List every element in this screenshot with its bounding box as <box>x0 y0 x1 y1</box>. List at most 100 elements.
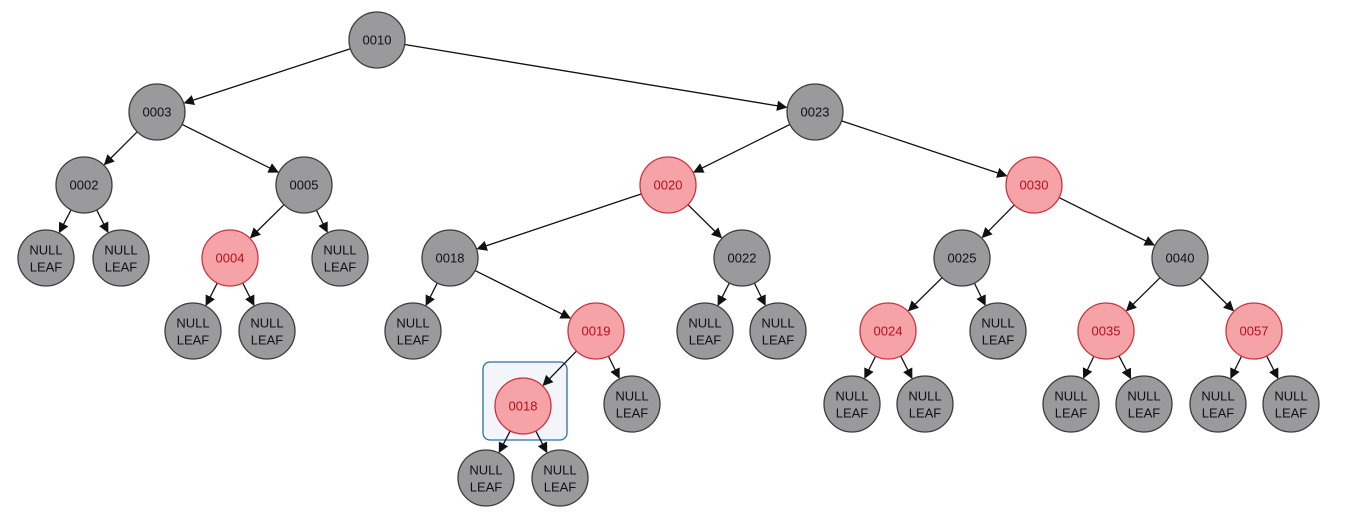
node-label: NULL <box>1274 389 1307 404</box>
node-label: 0018 <box>509 399 538 414</box>
node-label: NULL <box>981 316 1014 331</box>
node-circle <box>859 302 917 360</box>
tree-edge-arrow <box>1266 355 1279 380</box>
tree-edge-arrow <box>907 277 943 312</box>
node-label: LEAF <box>544 480 577 495</box>
node-circle <box>823 375 881 433</box>
black-tree-node: 0025 <box>933 229 991 287</box>
node-label: 0023 <box>801 105 830 120</box>
null-leaf-node: NULL LEAF <box>17 229 75 287</box>
node-label: NULL <box>1054 389 1087 404</box>
node-label: LEAF <box>836 406 869 421</box>
tree-edge-arrow <box>607 355 620 379</box>
black-tree-node: 0005 <box>275 156 333 214</box>
node-label: LEAF <box>105 260 138 275</box>
node-circle <box>275 156 333 214</box>
black-tree-node: 0022 <box>713 229 771 287</box>
node-circle <box>311 229 369 287</box>
tree-edge-arrow <box>973 282 986 306</box>
tree-edge-arrow <box>542 350 577 386</box>
node-label: 0030 <box>1020 178 1049 193</box>
node-circle <box>164 302 222 360</box>
node-label: NULL <box>688 316 721 331</box>
node-label: LEAF <box>1275 406 1308 421</box>
node-label: LEAF <box>470 480 503 495</box>
node-label: NULL <box>396 316 429 331</box>
black-tree-node: 0040 <box>1151 229 1209 287</box>
node-label: LEAF <box>1202 406 1235 421</box>
node-circle <box>201 229 259 287</box>
node-label: 0035 <box>1092 324 1121 339</box>
node-label: LEAF <box>30 260 63 275</box>
node-label: NULL <box>29 243 62 258</box>
node-circle <box>238 302 296 360</box>
node-circle <box>1077 302 1135 360</box>
node-circle <box>531 449 589 507</box>
node-circle <box>348 11 406 69</box>
node-label: LEAF <box>251 333 284 348</box>
node-label: 0003 <box>143 105 172 120</box>
red-tree-node: 0035 <box>1077 302 1135 360</box>
node-circle <box>1115 375 1173 433</box>
black-tree-node: 0010 <box>348 11 406 69</box>
node-label: NULL <box>176 316 209 331</box>
node-circle <box>713 229 771 287</box>
red-tree-node: 0024 <box>859 302 917 360</box>
tree-edge-arrow <box>687 204 723 239</box>
node-label: 0022 <box>728 251 757 266</box>
null-leaf-node: NULL LEAF <box>1262 375 1320 433</box>
tree-edge-arrow <box>1058 196 1155 246</box>
node-circle <box>1151 229 1209 287</box>
red-tree-node: 0018 <box>494 377 552 435</box>
node-label: NULL <box>104 243 137 258</box>
node-label: NULL <box>615 389 648 404</box>
node-circle <box>603 375 661 433</box>
node-label: LEAF <box>397 333 430 348</box>
black-tree-node: 0023 <box>786 83 844 141</box>
node-label: LEAF <box>1128 406 1161 421</box>
tree-edge-arrow <box>205 282 218 307</box>
node-label: 0057 <box>1240 324 1269 339</box>
tree-edge-arrow <box>474 269 571 319</box>
tree-edge-arrow <box>1118 355 1132 380</box>
tree-edge-arrow <box>717 282 730 307</box>
node-label: NULL <box>250 316 283 331</box>
node-circle <box>128 83 186 141</box>
tree-edge-arrow <box>981 204 1015 239</box>
tree-edge-arrow <box>1082 355 1095 379</box>
tree-edge-arrow <box>425 282 438 307</box>
tree-edge-arrow <box>864 355 877 379</box>
tree-edge-arrow <box>900 355 913 380</box>
tree-edge-arrow <box>498 430 511 454</box>
node-circle <box>933 229 991 287</box>
node-circle <box>969 302 1027 360</box>
node-label: NULL <box>908 389 941 404</box>
tree-edge-arrow <box>103 131 138 166</box>
node-circle <box>421 229 479 287</box>
node-circle <box>457 449 515 507</box>
null-leaf-node: NULL LEAF <box>384 302 442 360</box>
tree-edge-arrow <box>404 43 788 111</box>
null-leaf-node: NULL LEAF <box>749 302 807 360</box>
node-label: NULL <box>469 463 502 478</box>
node-label: LEAF <box>616 406 649 421</box>
node-label: NULL <box>761 316 794 331</box>
node-label: 0024 <box>874 324 903 339</box>
node-circle <box>92 229 150 287</box>
node-circle <box>55 156 113 214</box>
tree-edge-arrow <box>476 193 642 251</box>
node-label: LEAF <box>762 333 795 348</box>
node-circle <box>1262 375 1320 433</box>
null-leaf-node: NULL LEAF <box>238 302 296 360</box>
node-circle <box>676 302 734 360</box>
null-leaf-node: NULL LEAF <box>457 449 515 507</box>
node-label: 0019 <box>582 324 611 339</box>
node-circle <box>494 377 552 435</box>
